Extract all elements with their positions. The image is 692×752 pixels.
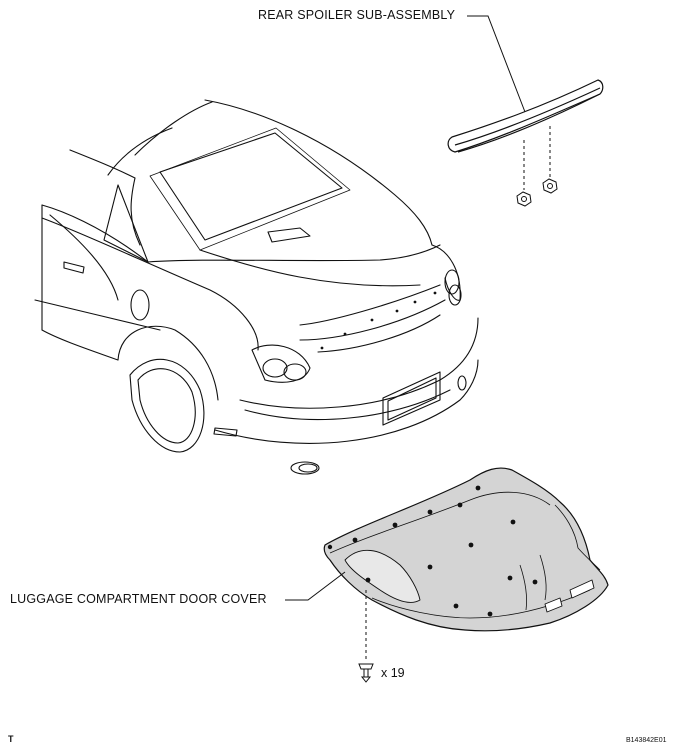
push-clip-icon: [358, 590, 374, 683]
luggage-door-cover-icon: [323, 467, 609, 632]
rear-spoiler-label: REAR SPOILER SUB-ASSEMBLY: [258, 8, 456, 22]
figure-code-label: B143842E01: [626, 737, 667, 744]
spoiler-leader-line: [467, 15, 526, 113]
rear-spoiler-icon: [447, 79, 604, 153]
corner-mark-label: T: [8, 734, 14, 744]
car-rear-view-icon: [34, 99, 479, 475]
hex-nut-icon: [516, 126, 558, 207]
luggage-cover-label: LUGGAGE COMPARTMENT DOOR COVER: [10, 592, 267, 606]
clip-quantity-label: x 19: [381, 666, 405, 680]
cover-leader-line: [285, 571, 346, 601]
